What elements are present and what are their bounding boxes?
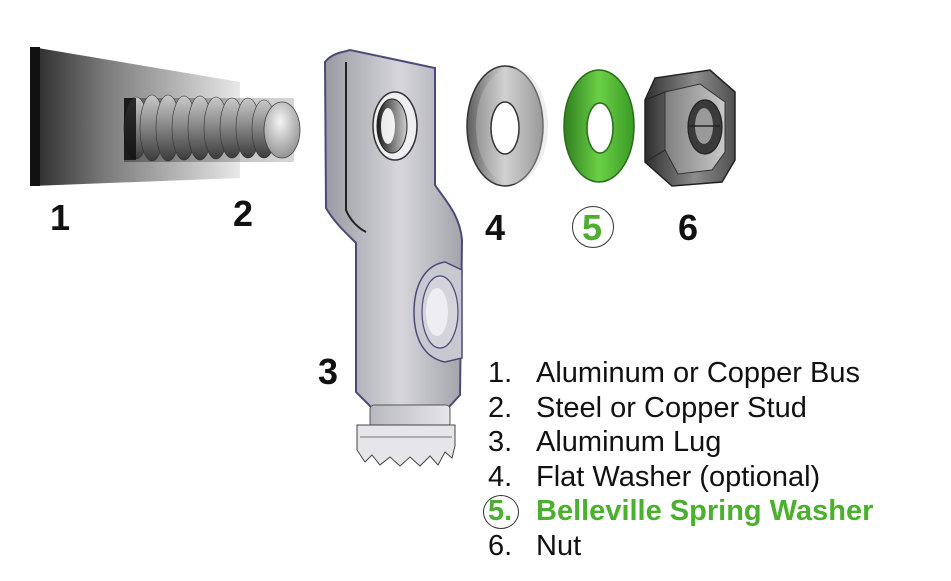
stud-part bbox=[123, 94, 301, 162]
belleville-washer-part bbox=[563, 69, 635, 183]
part-number-6: 6 bbox=[678, 207, 699, 248]
legend-number: 2. bbox=[488, 391, 513, 424]
legend-item: 2. Steel or Copper Stud bbox=[488, 391, 873, 426]
legend-number: 6. bbox=[488, 529, 513, 562]
legend-item-highlighted: 5.Belleville Spring Washer bbox=[483, 494, 874, 529]
legend-number: 3. bbox=[488, 426, 513, 458]
legend-item: 6. Nut bbox=[488, 529, 873, 564]
legend-highlight-ring bbox=[483, 495, 519, 529]
part-number-5-ring bbox=[572, 206, 614, 248]
part-number-1: 1 bbox=[50, 197, 71, 238]
legend-text: Flat Washer (optional) bbox=[536, 460, 821, 493]
legend-text: Aluminum Lug bbox=[536, 426, 722, 458]
legend-number: 4. bbox=[488, 460, 513, 493]
lug-part bbox=[323, 48, 464, 467]
legend-item: 3. Aluminum Lug bbox=[488, 425, 873, 460]
part-number-5: 5 bbox=[582, 207, 603, 248]
parts-legend: 1. Aluminum or Copper Bus 2. Steel or Copp… bbox=[483, 356, 874, 564]
part-number-2: 2 bbox=[233, 193, 254, 234]
legend-number: 1. bbox=[488, 357, 513, 389]
flat-washer-part bbox=[466, 65, 548, 187]
legend-text: Belleville Spring Washer bbox=[536, 495, 874, 527]
part-number-4: 4 bbox=[485, 207, 506, 248]
nut-part bbox=[644, 69, 736, 187]
legend-text: Aluminum or Copper Bus bbox=[536, 357, 860, 389]
legend-item: 1. Aluminum or Copper Bus bbox=[488, 356, 873, 391]
legend-text: Nut bbox=[536, 529, 582, 562]
part-number-3: 3 bbox=[318, 351, 339, 392]
legend-text: Steel or Copper Stud bbox=[536, 391, 807, 424]
legend-item: 4. Flat Washer (optional) bbox=[488, 460, 873, 495]
